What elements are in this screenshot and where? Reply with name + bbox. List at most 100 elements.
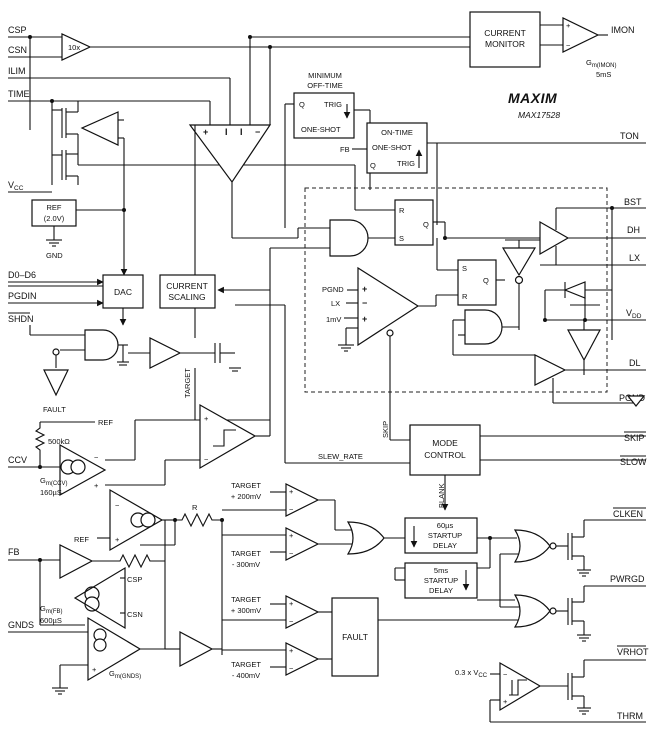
- window-comp-p200: [285, 483, 320, 517]
- vrhot-mosfet: [540, 659, 646, 715]
- svg-text:+: +: [115, 535, 120, 544]
- svg-text:−: −: [289, 617, 294, 626]
- pin-lx: LX: [629, 253, 640, 263]
- svg-text:Q: Q: [299, 100, 305, 109]
- pin-imon: IMON: [611, 25, 635, 35]
- resistor-fb: [115, 553, 165, 569]
- svg-text:FAULT: FAULT: [43, 405, 66, 414]
- pin-bst: BST: [624, 197, 642, 207]
- svg-text:+: +: [94, 481, 99, 490]
- svg-text:CSP: CSP: [127, 575, 142, 584]
- svg-text:ONE-SHOT: ONE-SHOT: [301, 125, 341, 134]
- svg-text:+: +: [289, 487, 294, 496]
- ramp-comparator: [199, 403, 257, 470]
- gain-10x-amp: [61, 33, 92, 61]
- svg-text:STARTUP: STARTUP: [424, 576, 458, 585]
- target-label: TARGET: [183, 368, 192, 398]
- skip-internal-label: SKIP: [381, 421, 390, 438]
- ilim-comparator: [188, 124, 272, 184]
- svg-text:S: S: [462, 264, 467, 273]
- svg-text:60µs: 60µs: [437, 521, 454, 530]
- or-gate-clken: [513, 529, 551, 563]
- svg-text:DAC: DAC: [114, 287, 132, 297]
- target-buffer: [149, 337, 182, 369]
- svg-text:STARTUP: STARTUP: [428, 531, 462, 540]
- gm-imon-amp: [562, 17, 600, 53]
- svg-text:+: +: [362, 284, 367, 294]
- svg-text:−: −: [289, 505, 294, 514]
- svg-text:I: I: [225, 127, 228, 137]
- dh-driver: [539, 220, 570, 256]
- pin-thrm: THRM: [617, 711, 643, 721]
- svg-text:600µS: 600µS: [40, 616, 62, 625]
- svg-text:REF: REF: [74, 535, 89, 544]
- svg-text:+ 300mV: + 300mV: [231, 606, 261, 615]
- svg-text:+ 200mV: + 200mV: [231, 492, 261, 501]
- svg-text:ON-TIME: ON-TIME: [381, 128, 413, 137]
- svg-text:ONE-SHOT: ONE-SHOT: [372, 143, 412, 152]
- svg-text:+: +: [566, 21, 571, 30]
- svg-text:(2.0V): (2.0V): [44, 214, 65, 223]
- pin-skip: SKIP: [624, 433, 645, 443]
- pin-gnds: GNDS: [8, 620, 34, 630]
- svg-text:R: R: [192, 503, 198, 512]
- svg-text:Gm(CCV): Gm(CCV): [40, 476, 68, 487]
- pin-ccv: CCV: [8, 455, 27, 465]
- svg-text:+: +: [92, 665, 97, 674]
- svg-text:−: −: [566, 41, 571, 50]
- or-gate-pwrgd: [513, 594, 551, 628]
- maxim-logo: MAXIM: [508, 90, 557, 106]
- time-opamp: [80, 111, 119, 146]
- svg-text:SCALING: SCALING: [168, 292, 205, 302]
- gnd-label: GND: [46, 251, 63, 260]
- svg-text:+: +: [503, 697, 508, 706]
- svg-text:5ms: 5ms: [434, 566, 448, 575]
- svg-text:Gm(GNDS): Gm(GNDS): [109, 669, 141, 680]
- blank-label: BLANK: [437, 483, 446, 508]
- svg-text:−: −: [362, 298, 367, 308]
- window-comp-m300: [285, 527, 320, 561]
- pin-csn: CSN: [8, 45, 27, 55]
- svg-text:TRIG: TRIG: [324, 100, 342, 109]
- svg-text:1mV: 1mV: [326, 315, 341, 324]
- pin-slow: SLOW: [620, 457, 647, 467]
- svg-text:CONTROL: CONTROL: [424, 450, 466, 460]
- dac-block: [102, 274, 144, 309]
- current-monitor-line2: MONITOR: [485, 39, 525, 49]
- svg-text:- 300mV: - 300mV: [232, 560, 260, 569]
- gnds-buffer: [179, 631, 214, 667]
- pin-clken: CLKEN: [613, 509, 643, 519]
- gain-10x-label: 10x: [68, 43, 80, 52]
- gm-fb-amp: [73, 566, 126, 630]
- window-comp-p300: [285, 595, 320, 629]
- gm-ccv-amp: [59, 443, 107, 497]
- svg-text:I: I: [240, 127, 243, 137]
- svg-text:+: +: [362, 314, 367, 324]
- mode-control-block: [409, 424, 481, 476]
- svg-text:TARGET: TARGET: [231, 549, 261, 558]
- svg-text:−: −: [289, 664, 294, 673]
- svg-text:Q: Q: [423, 220, 429, 229]
- startup-delay-5ms: [404, 562, 478, 599]
- resistor-r: [175, 512, 222, 528]
- rs-latch-bottom: [457, 259, 497, 306]
- clken-mosfet: [556, 519, 646, 577]
- current-scaling-block: [159, 274, 216, 309]
- pin-vcc: VCC: [8, 180, 24, 192]
- dl-predriver: [567, 329, 601, 362]
- zero-cross-comparator: [357, 266, 420, 347]
- skip-inverter: [501, 247, 537, 277]
- svg-text:−: −: [204, 455, 209, 464]
- svg-text:−: −: [503, 670, 508, 679]
- thrm-comparator: [499, 661, 542, 712]
- pin-vrhot: VRHOT: [617, 647, 649, 657]
- svg-text:TARGET: TARGET: [231, 660, 261, 669]
- svg-text:OFF-TIME: OFF-TIME: [307, 81, 342, 90]
- svg-text:MODE: MODE: [432, 438, 458, 448]
- gm-imon-label: Gm(IMON): [586, 58, 617, 69]
- pin-ton: TON: [620, 131, 639, 141]
- svg-text:Gm(FB): Gm(FB): [40, 604, 63, 615]
- current-monitor-block: [469, 11, 541, 68]
- resistor-500k: [34, 422, 46, 466]
- rs-latch-top: [394, 199, 434, 246]
